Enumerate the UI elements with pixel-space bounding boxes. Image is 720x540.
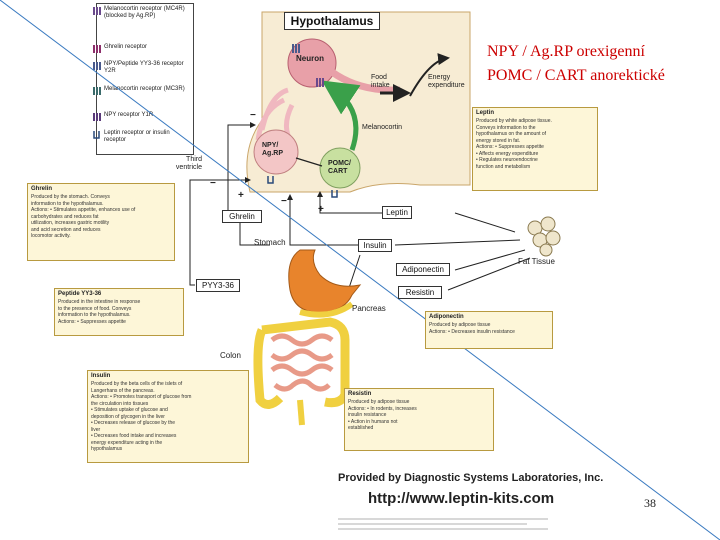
legend-item-ghrelin: Ghrelin receptor <box>93 44 190 53</box>
pyy-label: PYY3-36 <box>196 279 240 292</box>
ghrelin-label: Ghrelin <box>222 210 262 223</box>
npy-agrp-label: NPY/ Ag.RP <box>262 142 283 157</box>
stimulate-sign: + <box>238 190 244 201</box>
pomc-cart-cell <box>319 147 361 189</box>
legend-label: NPY receptor Y1R <box>104 112 154 118</box>
leptin-info-text: Produced by white adipose tissue. Convey… <box>476 118 552 170</box>
neuron-label: Neuron <box>296 54 324 63</box>
stomach-ghrelin-line <box>239 222 270 246</box>
insulin-info-text: Produced by the beta cells of the islets… <box>91 381 192 452</box>
ghrelin-info-title: Ghrelin <box>31 186 53 192</box>
melanocortin-label: Melanocortin <box>362 124 403 131</box>
inhibit-sign: − <box>250 110 256 121</box>
inhibit-sign: − <box>281 196 287 207</box>
insulin-info-title: Insulin <box>91 373 111 379</box>
leptin-label: Leptin <box>382 206 412 219</box>
npy-agrp-cell <box>253 129 299 175</box>
fat-signal-lines <box>394 212 531 291</box>
pancreas-label: Pancreas <box>352 304 386 313</box>
hypothalamus-label: Hypothalamus <box>284 12 380 30</box>
slide-title-line2: POMC / CART anorektické <box>487 67 665 84</box>
adiponectin-info-box: Adiponectin Produced by adipose tissue A… <box>425 311 553 349</box>
pomc-cart-label: POMC/ CART <box>328 160 351 175</box>
colon-label: Colon <box>220 351 241 360</box>
small-intestine-graphic <box>270 333 334 392</box>
ghrelin-info-text: Produced by the stomach. Conveys informa… <box>31 194 136 239</box>
legend-label: NPY/Peptide YY3-36 receptor Y2R <box>104 61 184 74</box>
energy-expenditure-label: Energy expenditure <box>428 74 465 89</box>
insulin-info-box: Insulin Produced by the beta cells of th… <box>87 370 249 463</box>
leptin-signal-line <box>317 191 382 214</box>
page-number: 38 <box>644 496 656 510</box>
fine-print <box>338 518 548 533</box>
rectum-graphic <box>297 399 305 426</box>
stomach-label: Stomach <box>254 238 286 247</box>
ghrelin-info-box: Ghrelin Produced by the stomach. Conveys… <box>27 183 175 261</box>
y2r-receptor-icon <box>292 40 302 58</box>
adiponectin-info-title: Adiponectin <box>429 314 464 320</box>
pyy-info-title: Peptide YY3-36 <box>58 291 102 297</box>
leptin-info-title: Leptin <box>476 110 494 116</box>
leptin-receptor-icon <box>92 130 101 139</box>
leptin-info-box: Leptin Produced by white adipose tissue.… <box>472 107 598 191</box>
legend-label: Melanocortin receptor (MC4R) (blocked by… <box>104 6 185 19</box>
pancreas-graphic <box>299 301 354 318</box>
legend-item-y1r: NPY receptor Y1R <box>93 112 190 121</box>
food-intake-label: Food intake <box>371 74 390 89</box>
leptin-receptor-icon <box>330 186 340 204</box>
legend-item-leptin: Leptin receptor or insulin receptor <box>93 130 190 144</box>
pyy-signal-line <box>189 177 251 286</box>
neuron-axon <box>329 69 401 94</box>
adiponectin-label: Adiponectin <box>396 263 450 276</box>
resistin-info-title: Resistin <box>348 391 372 397</box>
receptor-legend <box>96 3 194 155</box>
stimulate-sign: + <box>318 204 324 215</box>
stomach-graphic <box>288 249 362 313</box>
resistin-label: Resistin <box>398 286 442 299</box>
melanocortin-arrow <box>321 80 361 151</box>
adiponectin-info-text: Produced by adipose tissue Actions: • De… <box>429 322 515 335</box>
mc4r-receptor-icon <box>92 6 101 15</box>
legend-label: Ghrelin receptor <box>104 44 148 50</box>
fat-tissue-label: Fat Tissue <box>518 257 555 266</box>
colon-graphic <box>253 317 350 409</box>
fat-tissue-graphic <box>527 216 561 257</box>
legend-item-mc4r: Melanocortin receptor (MC4R) (blocked by… <box>93 6 190 20</box>
insulin-label: Insulin <box>358 239 392 252</box>
energy-expenditure-arrow <box>409 53 450 97</box>
legend-item-mc3r: Melanocortin receptor (MC3R) <box>93 86 190 95</box>
legend-label: Leptin receptor or insulin receptor <box>104 130 170 143</box>
inhibit-sign: − <box>210 178 216 189</box>
third-ventricle-label: Third ventricle <box>175 156 202 171</box>
ghrelin-receptor-icon <box>92 44 101 53</box>
provided-by-credit: Provided by Diagnostic Systems Laborator… <box>338 472 604 484</box>
legend-item-y2r: NPY/Peptide YY3-36 receptor Y2R <box>93 61 190 75</box>
credit-url: http://www.leptin-kits.com <box>368 490 555 507</box>
y2r-receptor-icon <box>92 61 101 70</box>
slide-title-line1: NPY / Ag.RP orexigenní <box>487 43 645 60</box>
npy-pomc-link <box>295 157 323 167</box>
pyy-info-text: Produced in the intestine in response to… <box>58 299 141 325</box>
leptin-receptor-icon <box>266 172 276 190</box>
mc3r-receptor-icon <box>92 86 101 95</box>
resistin-info-box: Resistin Produced by adipose tissue Acti… <box>344 388 494 451</box>
y1r-receptor-icon <box>92 112 101 121</box>
insulin-signal-line <box>287 194 360 246</box>
pyy-info-box: Peptide YY3-36 Produced in the intestine… <box>54 288 184 336</box>
ghrelin-signal-line <box>227 122 256 210</box>
legend-label: Melanocortin receptor (MC3R) <box>104 86 185 92</box>
resistin-info-text: Produced by adipose tissue Actions: • In… <box>348 399 417 431</box>
mc4r-receptor-icon <box>316 74 326 92</box>
